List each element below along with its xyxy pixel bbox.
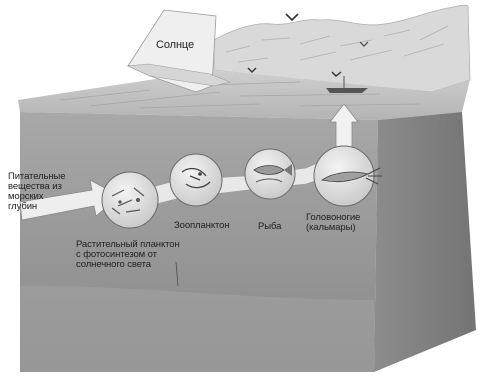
sun-label: Солнце <box>156 40 194 50</box>
boat-icon <box>326 88 368 93</box>
phytoplankton-bubble <box>102 172 158 228</box>
cephalopods-label: Головоногие (кальмары) <box>306 213 360 233</box>
phytoplankton-label-line-3: солнечного света <box>76 260 180 270</box>
zooplankton-bubble <box>170 154 222 206</box>
bird-icon <box>286 14 298 20</box>
cephalopods-label-line-2: (кальмары) <box>306 223 360 233</box>
nutrients-label: Питательные вещества из морских глубин <box>8 172 65 212</box>
zooplankton-label: Зоопланктон <box>174 221 229 231</box>
phytoplankton-label: Растительный планктон с фотосинтезом от … <box>76 240 180 270</box>
fish-bubble <box>245 149 295 199</box>
water-side-face <box>374 112 476 372</box>
nutrients-label-line-4: глубин <box>8 202 65 212</box>
fish-label: Рыба <box>258 222 281 232</box>
